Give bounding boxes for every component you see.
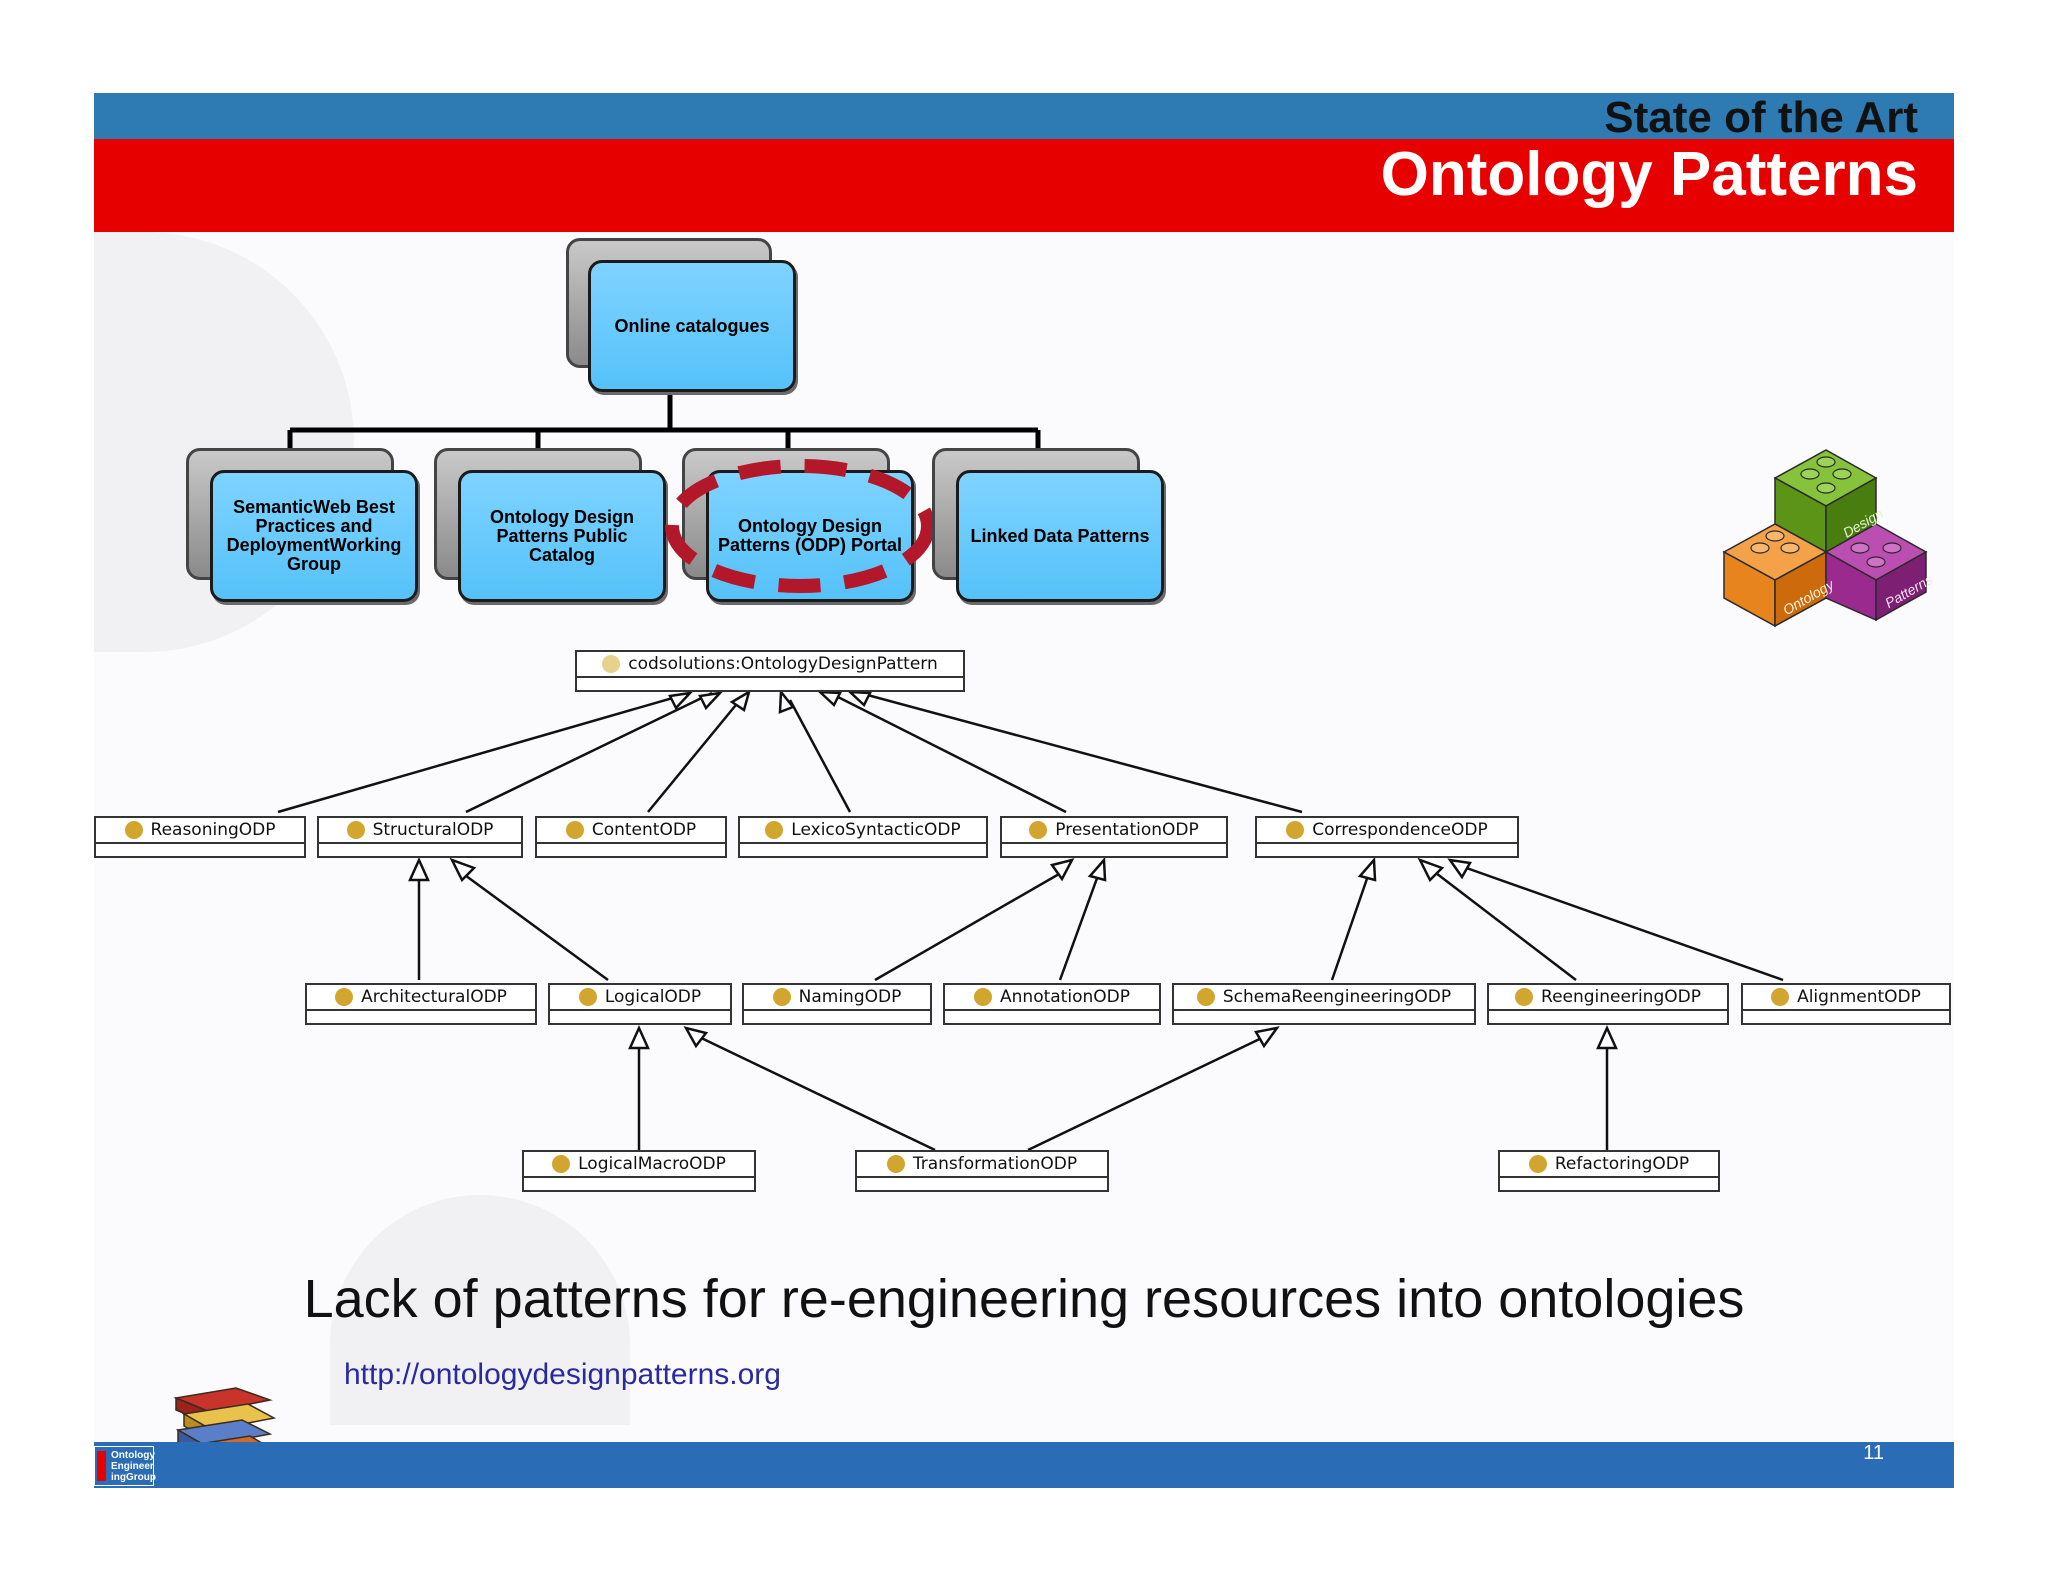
class-box: RefactoringODP: [1498, 1150, 1720, 1192]
class-name: SchemaReengineeringODP: [1222, 987, 1452, 1007]
class-icon: [772, 988, 791, 1006]
card-label: Online catalogues: [614, 315, 770, 336]
card-label: Linked Data Patterns: [970, 525, 1150, 546]
class-name: PresentationODP: [1055, 820, 1199, 840]
card-label: Ontology Design Patterns Public Catalog: [490, 506, 634, 565]
odp-public-catalog-card: Ontology Design Patterns Public Catalog: [458, 470, 666, 602]
slide-title: Ontology Patterns: [1380, 140, 1918, 209]
class-icon: [1528, 1155, 1547, 1173]
class-icon: [346, 821, 365, 839]
class-box: AnnotationODP: [943, 983, 1161, 1025]
class-icon: [1515, 988, 1534, 1006]
class-icon: [765, 821, 784, 839]
class-name: ArchitecturalODP: [361, 987, 507, 1007]
class-box: AlignmentODP: [1741, 983, 1951, 1025]
card-label: SemanticWeb Best Practices and Deploymen…: [226, 497, 402, 574]
class-icon: [578, 988, 597, 1006]
class-icon: [1196, 988, 1215, 1006]
section-title: State of the Art: [1604, 93, 1918, 142]
class-box: CorrespondenceODP: [1255, 816, 1519, 858]
background-watermark-shape: [330, 1195, 630, 1425]
class-box: ReasoningODP: [94, 816, 306, 858]
class-name: codsolutions:OntologyDesignPattern: [628, 654, 938, 674]
page-number: 11: [1863, 1442, 1884, 1464]
class-box: StructuralODP: [317, 816, 523, 858]
class-name: TransformationODP: [912, 1154, 1078, 1174]
logo-line: Engineer: [111, 1460, 154, 1472]
class-icon: [565, 821, 584, 839]
class-name: RefactoringODP: [1554, 1154, 1690, 1174]
class-name: ReengineeringODP: [1541, 987, 1701, 1007]
class-box: LexicoSyntacticODP: [738, 816, 988, 858]
class-name: AlignmentODP: [1797, 987, 1921, 1007]
class-icon: [1286, 821, 1305, 839]
class-box: TransformationODP: [855, 1150, 1109, 1192]
logo-line: ingGroup: [111, 1471, 156, 1483]
class-name: NamingODP: [798, 987, 902, 1007]
class-box: ArchitecturalODP: [305, 983, 537, 1025]
logo-line: Ontology: [111, 1449, 155, 1461]
class-icon: [552, 1155, 571, 1173]
odp-url-link[interactable]: http://ontologydesignpatterns.org: [344, 1358, 781, 1391]
class-box: PresentationODP: [1000, 816, 1228, 858]
class-name: CorrespondenceODP: [1312, 820, 1488, 840]
logo-flag-mark: [97, 1451, 106, 1481]
class-name: StructuralODP: [372, 820, 494, 840]
class-icon: [1771, 988, 1790, 1006]
class-icon: [335, 988, 354, 1006]
class-name: AnnotationODP: [1000, 987, 1130, 1007]
semanticweb-best-practices-card: SemanticWeb Best Practices and Deploymen…: [210, 470, 418, 602]
class-name: LogicalMacroODP: [578, 1154, 726, 1174]
footer-bar: 11: [94, 1442, 1954, 1488]
title-bar: Ontology Patterns: [94, 139, 1954, 232]
card-label: Ontology Design Patterns (ODP) Portal: [717, 516, 903, 555]
slide-subtitle: Lack of patterns for re-engineering reso…: [303, 1269, 1745, 1329]
class-icon: [886, 1155, 905, 1173]
class-icon: [974, 988, 993, 1006]
class-box: ContentODP: [535, 816, 727, 858]
class-name: LexicoSyntacticODP: [791, 820, 961, 840]
section-header-bar: State of the Art: [94, 93, 1954, 142]
class-box: SchemaReengineeringODP: [1172, 983, 1476, 1025]
class-icon: [602, 655, 621, 673]
class-name: ReasoningODP: [150, 820, 276, 840]
class-icon: [124, 821, 143, 839]
class-name: LogicalODP: [604, 987, 702, 1007]
class-box-root: codsolutions:OntologyDesignPattern: [575, 650, 965, 692]
class-box: LogicalMacroODP: [522, 1150, 756, 1192]
class-box: LogicalODP: [548, 983, 732, 1025]
class-box: NamingODP: [742, 983, 932, 1025]
class-box: ReengineeringODP: [1487, 983, 1729, 1025]
class-name: ContentODP: [591, 820, 697, 840]
online-catalogues-card: Online catalogues: [588, 260, 796, 392]
linked-data-patterns-card: Linked Data Patterns: [956, 470, 1164, 602]
ontology-engineering-group-logo: Ontology Engineer ingGroup: [94, 1446, 156, 1486]
class-icon: [1029, 821, 1048, 839]
